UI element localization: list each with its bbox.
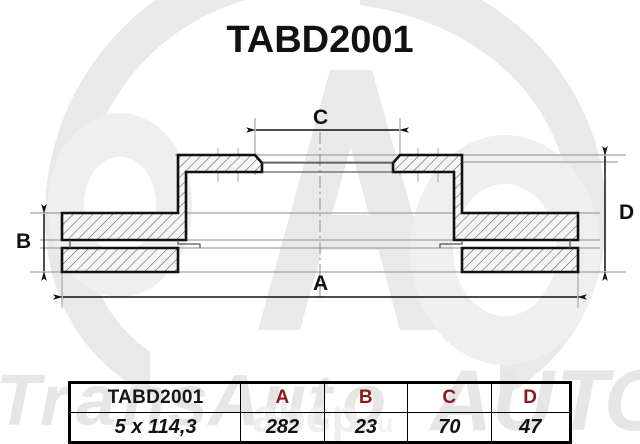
dimension-label-c: C [313, 106, 329, 129]
cell-value-a: 282 [240, 412, 325, 443]
cell-value-b: 23 [323, 412, 409, 443]
disc-section-left [60, 153, 264, 274]
cell-bolt-pattern: 5 x 114,3 [68, 412, 242, 443]
page-title: TABD2001 [226, 19, 414, 61]
cell-part-number: TABD2001 [68, 382, 242, 413]
dimension-label-a: A [313, 272, 329, 295]
cell-value-d: 47 [490, 412, 572, 443]
cell-header-b: B [323, 382, 409, 413]
table-row-header: TABD2001 A B C D [68, 382, 572, 413]
cell-header-c: C [407, 382, 492, 413]
hat-bore-outline [262, 162, 393, 173]
dimension-label-b: B [16, 230, 32, 253]
cell-value-c: 70 [407, 412, 492, 443]
table-row-values: 5 x 114,3 282 23 70 47 [68, 412, 572, 443]
cell-header-a: A [240, 382, 325, 413]
dimension-label-d: D [619, 201, 635, 224]
spec-table: TABD2001 A B C D 5 x 114,3 282 23 70 47 [68, 381, 572, 444]
cell-header-d: D [490, 382, 572, 413]
disc-section-right [391, 153, 580, 274]
vent-web-connectors [69, 240, 571, 248]
